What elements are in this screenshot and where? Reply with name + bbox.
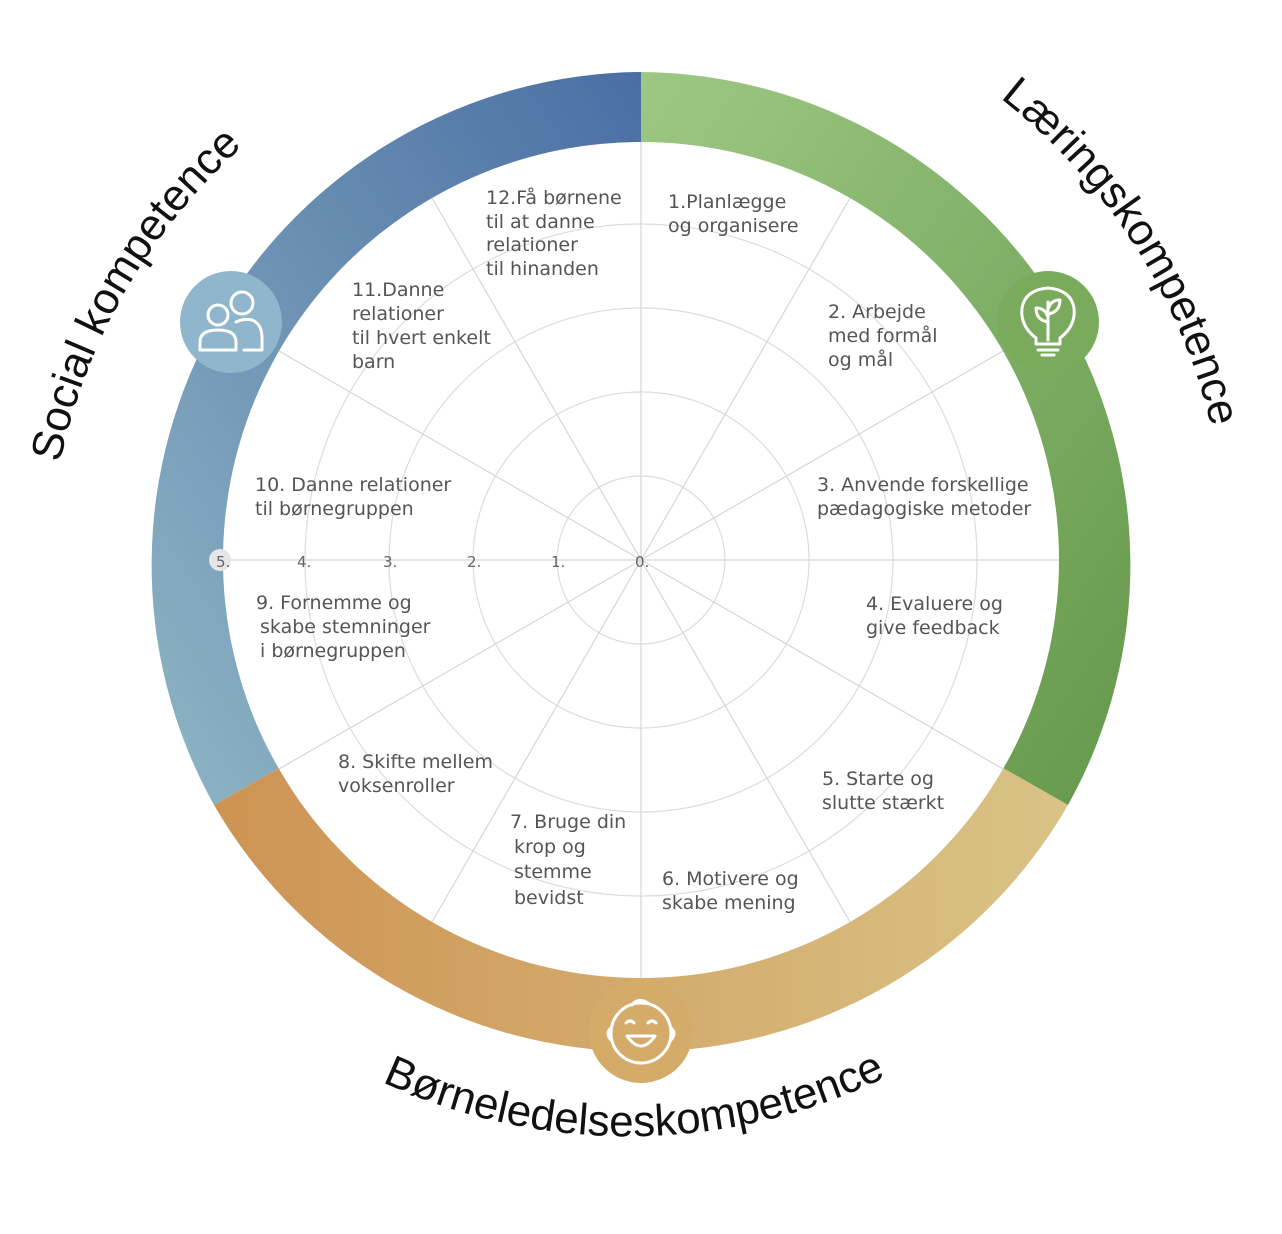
scale-label-4: 4. (297, 553, 311, 571)
learning-badge (997, 271, 1099, 373)
spokes (218, 142, 1059, 978)
scale-marker-dot (209, 549, 231, 571)
child-leadership-badge (589, 979, 693, 1083)
scale-labels: 0. 1. 2. 3. 4. 5. (216, 553, 649, 571)
segment-label-6: 6. Motivere og skabe mening (662, 868, 805, 914)
spoke-330 (431, 197, 642, 561)
segment-label-9: 9. Fornemme og skabe stemninger i børneg… (256, 592, 437, 662)
segment-label-12: 12.Få børnene til at danne relationer ti… (486, 186, 628, 280)
spoke-150 (640, 559, 851, 923)
segment-label-11: 11.Danne relationer til hvert enkelt bar… (352, 279, 497, 373)
ring-sector-child-leadership (214, 768, 1068, 1052)
spoke-210 (431, 559, 642, 923)
people-icon (198, 290, 264, 352)
scale-label-0: 0. (635, 553, 649, 571)
spoke-60 (640, 350, 1004, 561)
lightbulb-plant-icon (1020, 286, 1076, 357)
spoke-240 (278, 559, 642, 770)
segment-label-8: 8. Skifte mellem voksenroller (338, 751, 499, 797)
ring-sector-social (151, 72, 642, 805)
spoke-30 (640, 197, 851, 561)
social-badge (180, 271, 282, 373)
segment-label-7: 7. Bruge din krop og stemme bevidst (510, 811, 632, 909)
segment-label-4: 4. Evaluere og give feedback (866, 593, 1009, 639)
child-face-icon (606, 998, 676, 1065)
ring-sector-learning (641, 72, 1131, 805)
spoke-300 (278, 350, 642, 561)
segment-labels: 1.Planlægge og organisere 2. Arbejde med… (255, 186, 1035, 914)
spoke-120 (640, 559, 1004, 770)
scale-label-3: 3. (383, 553, 397, 571)
segment-label-10: 10. Danne relationer til børnegruppen (255, 474, 457, 520)
segment-label-3: 3. Anvende forskellige pædagogiske metod… (817, 474, 1035, 520)
segment-label-1: 1.Planlægge og organisere (668, 191, 799, 237)
segment-label-2: 2. Arbejde med formål og mål (828, 301, 944, 371)
scale-label-5: 5. (216, 553, 230, 571)
scale-label-2: 2. (467, 553, 481, 571)
segment-label-5: 5. Starte og slutte stærkt (822, 768, 944, 814)
scale-label-1: 1. (551, 553, 565, 571)
